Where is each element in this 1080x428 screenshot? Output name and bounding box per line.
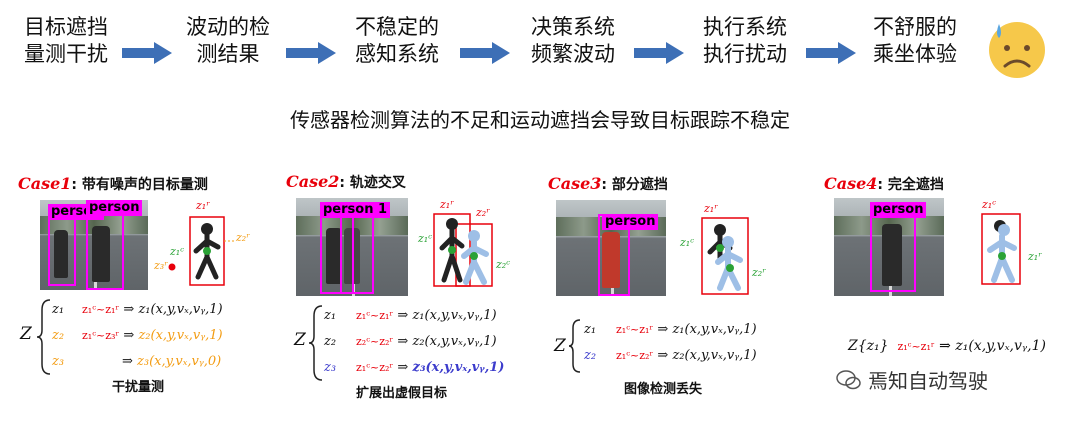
case2-formula-1: z₁ᶜ~z₁ʳ ⇒ z₁(x,y,vₓ,vᵧ,1) [356,308,497,323]
case2-title: Case2: 轨迹交叉 [286,172,406,191]
flow-step-6: 不舒服的 乘坐体验 [873,15,957,66]
case3-formula-1: z₁ᶜ~z₁ʳ ⇒ z₁(x,y,vₓ,vᵧ,1) [616,322,757,337]
case3-camera-image: person [556,200,666,296]
case2-caption: 扩展出虚假目标 [356,386,448,401]
subtitle: 传感器检测算法的不足和运动遮挡会导致目标跟踪不稳定 [290,108,790,132]
process-flow: 目标遮挡 量测干扰 波动的检 测结果 不稳定的 感知系统 决策系统 频繁波动 执… [0,0,1080,100]
case2-camera-image: person 1 [296,198,408,296]
flow-step-5: 执行系统 执行扰动 [703,15,787,66]
wechat-icon [836,369,862,396]
case1-z-symbol: Z [20,324,32,344]
flow-step-2: 波动的检 测结果 [186,15,270,66]
brace-icon [36,299,51,375]
sad-sweat-face-icon [985,16,1049,80]
case1-formula-3: ⇒ z₃(x,y,vₓ,vᵧ,0) [122,354,222,369]
case3-caption: 图像检测丢失 [624,382,703,397]
case2-formula-3: z₁ᶜ~z₂ʳ ⇒ z₃(x,y,vₓ,vᵧ,1) [356,360,505,375]
case4-radar-skeleton: z₁ᶜ z₁ʳ [958,198,1068,298]
case4-title: Case4: 完全遮挡 [824,174,944,193]
case3-radar-skeleton: z₁ᶜ z₁ʳ z₂ʳ [676,198,776,298]
detection-tag: person [602,214,659,230]
case1-caption: 干扰量测 [112,380,165,395]
detection-tag: person 1 [320,202,391,218]
case3-formula-2: z₁ᶜ~z₂ʳ ⇒ z₂(x,y,vₓ,vᵧ,1) [616,348,757,363]
brace-icon [308,305,323,381]
detection-tag: person [86,200,143,216]
flow-step-4: 决策系统 频繁波动 [531,15,615,66]
case1-formula-2: z₁ᶜ~z₃ʳ ⇒ z₂(x,y,vₓ,vᵧ,1) [82,328,223,343]
case4-camera-image: person [834,198,944,296]
flow-step-1: 目标遮挡 量测干扰 [24,15,108,66]
case1-radar-skeleton: z₁ʳ z₁ᶜ z₂ʳ z₃ʳ [150,195,260,295]
flow-step-3: 不稳定的 感知系统 [355,15,439,66]
case1-camera-image: person person [40,200,148,290]
brace-icon [568,319,581,373]
case2-z-symbol: Z [294,330,306,350]
case1-title: Case1: 带有噪声的目标量测 [18,174,208,193]
case3-z-symbol: Z [554,336,566,356]
case1-formula-1: z₁ᶜ~z₁ʳ ⇒ z₁(x,y,vₓ,vᵧ,1) [82,302,223,317]
watermark: 焉知自动驾驶 [836,365,988,396]
detection-tag: person [870,202,927,218]
case2-radar-skeleton: z₁ᶜ z₂ᶜ z₁ʳ z₂ʳ [416,196,516,296]
case3-title: Case3: 部分遮挡 [548,174,668,193]
case4-formula-1: Z{z₁} z₁ᶜ~z₁ʳ ⇒ z₁(x,y,vₓ,vᵧ,1) [848,338,1046,354]
case2-formula-2: z₂ᶜ~z₂ʳ ⇒ z₂(x,y,vₓ,vᵧ,1) [356,334,497,349]
